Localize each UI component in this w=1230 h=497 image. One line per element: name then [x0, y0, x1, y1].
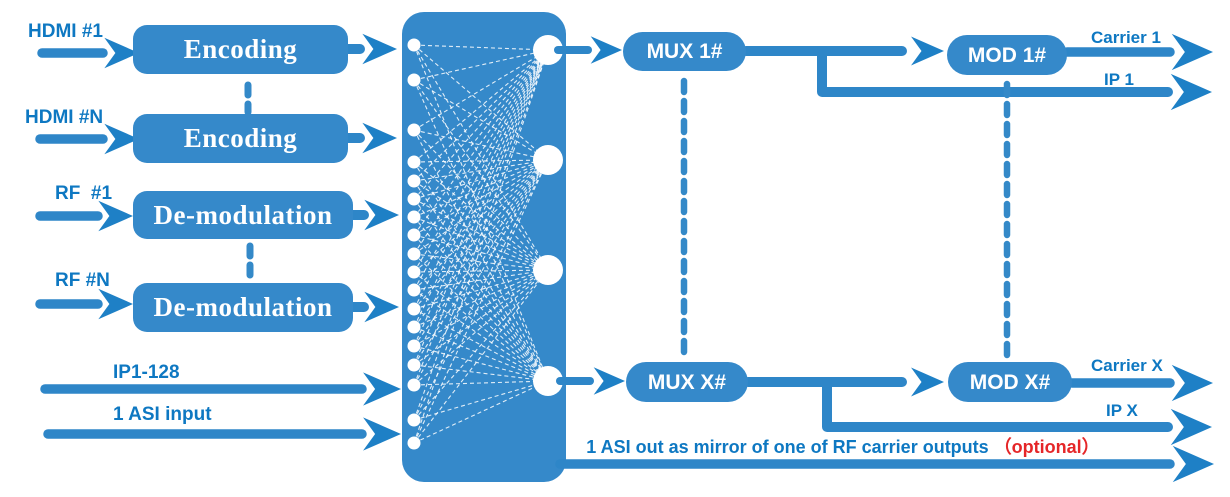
mux-1-block: MUX 1# [623, 32, 746, 71]
input-label-rf-n: RF #N [55, 270, 110, 291]
matrix-input-node [407, 378, 421, 392]
matrix-output-node [533, 35, 563, 65]
matrix-input-node [407, 38, 421, 52]
matrix-input-node [407, 228, 421, 242]
matrix-input-node [407, 302, 421, 316]
mod-1-block: MOD 1# [947, 35, 1067, 75]
output-label-carrier-x: Carrier X [1091, 356, 1163, 375]
switch-matrix [402, 12, 566, 482]
matrix-input-node [407, 320, 421, 334]
matrix-input-node [407, 174, 421, 188]
matrix-input-node [407, 155, 421, 169]
asi-out-note: 1 ASI out as mirror of one of RF carrier… [563, 438, 1123, 456]
matrix-output-node [533, 255, 563, 285]
input-arrow-lines [35, 48, 367, 439]
matrix-input-node [407, 413, 421, 427]
input-label-asi: 1 ASI input [113, 404, 212, 425]
input-label-hdmi-1: HDMI #1 [28, 21, 103, 42]
matrix-input-node [407, 210, 421, 224]
mux-mod-lines [741, 46, 1173, 432]
matrix-input-node [407, 123, 421, 137]
input-label-rf-1: RF #1 [55, 183, 113, 204]
matrix-input-node [407, 247, 421, 261]
matrix-input-node [407, 358, 421, 372]
output-label-ip-1: IP 1 [1104, 70, 1134, 89]
matrix-output-lines [554, 46, 594, 385]
block-output-lines [343, 44, 369, 312]
matrix-input-node [407, 192, 421, 206]
mod-x-block: MOD X# [948, 362, 1072, 402]
arrowheads [98, 33, 1214, 483]
matrix-input-node [407, 265, 421, 279]
matrix-mesh [407, 35, 563, 450]
demodulation-block-1: De-modulation [133, 191, 353, 239]
matrix-input-node [407, 339, 421, 353]
mux-x-block: MUX X# [626, 362, 748, 402]
matrix-input-node [407, 436, 421, 450]
matrix-output-node [533, 145, 563, 175]
matrix-input-node [407, 283, 421, 297]
matrix-output-node [533, 366, 563, 396]
asi-out-note-optional: （optional） [993, 437, 1100, 457]
output-label-ip-x: IP X [1106, 401, 1138, 420]
final-output-lines [555, 47, 1175, 469]
encoding-block-1: Encoding [133, 25, 348, 74]
asi-out-note-text: 1 ASI out as mirror of one of RF carrier… [586, 437, 994, 457]
demodulation-block-n: De-modulation [133, 283, 353, 332]
matrix-input-node [407, 73, 421, 87]
output-label-carrier-1: Carrier 1 [1091, 28, 1161, 47]
ellipsis-connectors [244, 77, 1011, 360]
input-label-ip: IP1-128 [113, 362, 180, 383]
encoding-block-n: Encoding [133, 114, 348, 163]
input-label-hdmi-n: HDMI #N [25, 107, 104, 128]
